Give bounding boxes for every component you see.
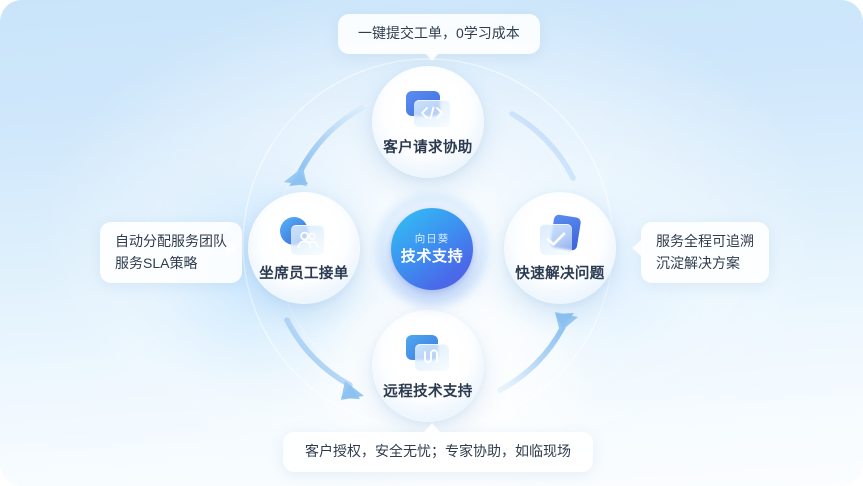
node-label: 客户请求协助: [383, 139, 473, 156]
people-group-icon: [276, 215, 332, 261]
check-card-icon: [532, 213, 588, 261]
remote-link-icon: [400, 333, 456, 379]
callout-line: 服务全程可追溯: [656, 233, 754, 249]
callout-line: 自动分配服务团队: [115, 233, 227, 249]
arrow-left-to-bottom: [284, 317, 364, 400]
callout-line: 客户授权，安全无忧；专家协助，如临现场: [305, 443, 571, 459]
center-subtitle: 向日葵: [414, 232, 450, 245]
arrow-right-to-top: [509, 111, 576, 181]
callout-top-tail: [424, 52, 440, 61]
center-badge-technical-support[interactable]: 向日葵 技术支持: [391, 208, 473, 290]
node-remote-support[interactable]: 远程技术支持: [372, 310, 484, 422]
callout-bottom-tail: [424, 423, 440, 432]
callout-left: 自动分配服务团队 服务SLA策略: [100, 222, 242, 284]
checkmark-icon: [546, 232, 566, 246]
callout-line: 沉淀解决方案: [656, 254, 740, 271]
node-customer-request[interactable]: 客户请求协助: [372, 66, 484, 178]
arrow-top-to-left: [284, 105, 365, 186]
callout-left-tail: [227, 240, 236, 256]
callout-right-tail: [632, 240, 641, 256]
arrow-bottom-to-right: [497, 312, 578, 393]
node-label: 远程技术支持: [383, 383, 473, 400]
node-agent-accept[interactable]: 坐席员工接单: [248, 192, 360, 304]
two-persons-icon: [297, 231, 318, 248]
callout-line: 一键提交工单，0学习成本: [358, 25, 520, 41]
callout-top: 一键提交工单，0学习成本: [338, 14, 540, 54]
center-title: 技术支持: [400, 248, 464, 266]
callout-right: 服务全程可追溯 沉淀解决方案: [641, 222, 769, 284]
connection-swap-icon: [424, 349, 438, 364]
callout-line: 服务SLA策略: [115, 254, 198, 271]
callout-bottom: 客户授权，安全无忧；专家协助，如临现场: [283, 432, 593, 472]
code-window-icon: [400, 89, 456, 135]
node-label: 坐席员工接单: [259, 265, 349, 282]
node-fast-resolution[interactable]: 快速解决问题: [504, 192, 616, 304]
node-label: 快速解决问题: [515, 265, 605, 282]
code-brackets-icon: [421, 106, 443, 120]
